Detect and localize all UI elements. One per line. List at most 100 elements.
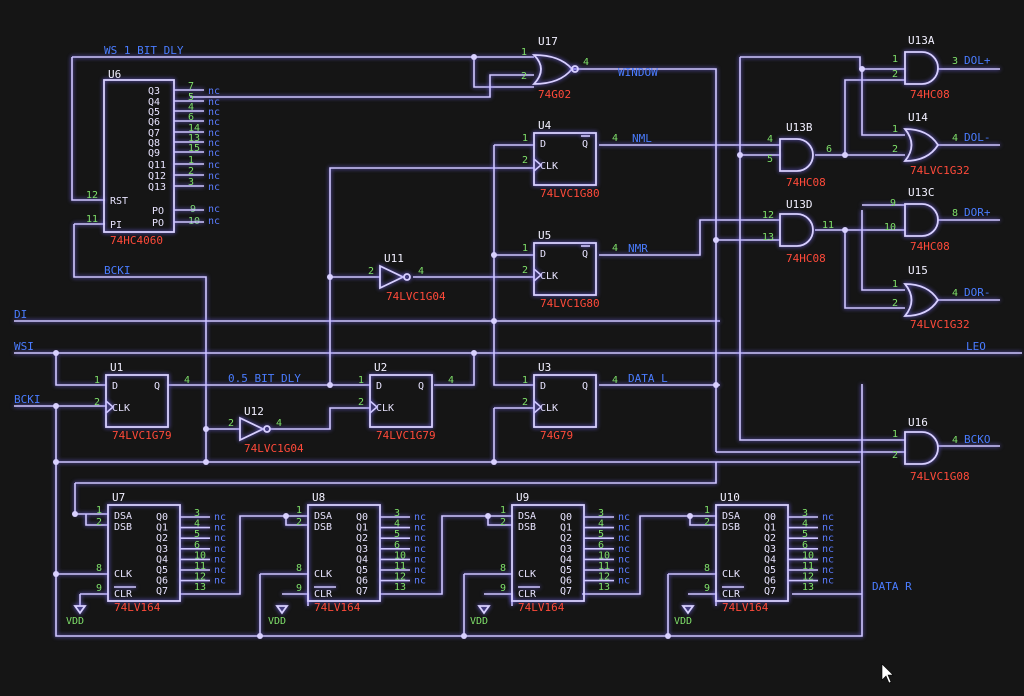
u6-pi-pin: 11 bbox=[86, 214, 98, 225]
u6-out-nc: nc bbox=[208, 97, 220, 108]
u4-pin1: 1 bbox=[522, 133, 528, 144]
u13d-and-gate[interactable]: U13D 74HC08 12 13 11 bbox=[762, 198, 834, 265]
u2-d-label: D bbox=[376, 381, 382, 392]
u15-part: 74LVC1G32 bbox=[910, 318, 970, 331]
u6-out-label: Q6 bbox=[148, 117, 160, 128]
u13a-pin1: 1 bbox=[892, 54, 898, 65]
u3-part: 74G79 bbox=[540, 429, 573, 442]
shift-part: 74LV164 bbox=[518, 601, 565, 614]
u5-d-label: D bbox=[540, 249, 546, 260]
shift-out-nc: nc bbox=[214, 533, 226, 544]
shift-out-label: Q3 bbox=[560, 544, 572, 555]
u1-d-label: D bbox=[112, 381, 118, 392]
u13c-pin9: 9 bbox=[890, 198, 896, 209]
shift-out-nc: nc bbox=[618, 523, 630, 534]
shift-out-label: Q1 bbox=[356, 523, 368, 534]
shift-dsa: DSA bbox=[722, 511, 740, 522]
u13a-pin2: 2 bbox=[892, 69, 898, 80]
u6-out-label: Q13 bbox=[148, 182, 166, 193]
u5-part: 74LVC1G80 bbox=[540, 297, 600, 310]
shift-dsa: DSA bbox=[114, 511, 132, 522]
wires bbox=[14, 56, 1022, 637]
net-wsi: WSI bbox=[14, 340, 34, 353]
u13b-pin5: 5 bbox=[767, 154, 773, 165]
u17-part: 74G02 bbox=[538, 88, 571, 101]
u13b-and-gate[interactable]: U13B 74HC08 4 5 6 bbox=[767, 121, 832, 189]
vdd-label: VDD bbox=[470, 616, 488, 627]
u6-out-pin: 3 bbox=[188, 177, 194, 188]
shift-out-pin: 13 bbox=[802, 582, 814, 593]
shift-out-label: Q7 bbox=[156, 586, 168, 597]
shift-out-label: Q1 bbox=[560, 523, 572, 534]
u3-pin1: 1 bbox=[522, 375, 528, 386]
shift-pin9: 9 bbox=[96, 583, 102, 594]
shift-out-nc: nc bbox=[822, 565, 834, 576]
u13a-ref: U13A bbox=[908, 34, 935, 47]
shift-out-pin: 3 bbox=[194, 508, 200, 519]
u1-pin4: 4 bbox=[184, 375, 190, 386]
u15-pin2: 2 bbox=[892, 298, 898, 309]
shift-out-nc: nc bbox=[414, 533, 426, 544]
shift-out-pin: 11 bbox=[394, 561, 406, 572]
u6-po1-nc: nc bbox=[208, 204, 220, 215]
shift-out-pin: 5 bbox=[802, 529, 808, 540]
shift-out-label: Q3 bbox=[356, 544, 368, 555]
u3-ref: U3 bbox=[538, 361, 551, 374]
u1-part: 74LVC1G79 bbox=[112, 429, 172, 442]
u15-or-gate[interactable]: U15 74LVC1G32 1 2 4 DOR- bbox=[892, 264, 991, 331]
u6-out-label: Q12 bbox=[148, 171, 166, 182]
shift-out-pin: 5 bbox=[194, 529, 200, 540]
shift-out-nc: nc bbox=[414, 565, 426, 576]
u6-out-label: Q4 bbox=[148, 97, 160, 108]
u14-part: 74LVC1G32 bbox=[910, 164, 970, 177]
u6-out-label: Q3 bbox=[148, 86, 160, 97]
u11-inverter[interactable]: U11 74LVC1G04 2 4 bbox=[368, 252, 446, 303]
shift-out-label: Q0 bbox=[356, 512, 368, 523]
u6-out-pin: 1 bbox=[188, 155, 194, 166]
u1-ref: U1 bbox=[110, 361, 123, 374]
shift-out-label: Q7 bbox=[764, 586, 776, 597]
net-dol-minus: DOL- bbox=[964, 131, 991, 144]
u13b-part: 74HC08 bbox=[786, 176, 826, 189]
u14-or-gate[interactable]: U14 74LVC1G32 1 2 4 DOL- bbox=[892, 111, 991, 177]
u13d-part: 74HC08 bbox=[786, 252, 826, 265]
shift-out-nc: nc bbox=[214, 554, 226, 565]
u4-d-label: D bbox=[540, 139, 546, 150]
u6-out-nc: nc bbox=[208, 182, 220, 193]
u16-part: 74LVC1G08 bbox=[910, 470, 970, 483]
u16-pin1: 1 bbox=[892, 429, 898, 440]
u5-pin4: 4 bbox=[612, 243, 618, 254]
u16-and-gate[interactable]: U16 74LVC1G08 1 2 4 BCKO bbox=[892, 416, 991, 483]
shift-out-label: Q1 bbox=[156, 523, 168, 534]
shift-out-pin: 5 bbox=[598, 529, 604, 540]
shift-part: 74LV164 bbox=[114, 601, 161, 614]
u13c-and-gate[interactable]: U13C 74HC08 9 10 8 DOR+ bbox=[884, 186, 991, 253]
u13a-and-gate[interactable]: U13A 74HC08 1 2 3 DOL+ bbox=[892, 34, 991, 101]
shift-out-nc: nc bbox=[822, 512, 834, 523]
shift-clr: CLR bbox=[722, 589, 741, 600]
shift-out-pin: 12 bbox=[802, 572, 814, 583]
net-di: DI bbox=[14, 308, 27, 321]
shift-out-label: Q4 bbox=[156, 554, 168, 565]
u12-inverter[interactable]: U12 74LVC1G04 2 4 bbox=[228, 405, 304, 455]
u16-ref: U16 bbox=[908, 416, 928, 429]
u17-nor-gate[interactable]: U17 74G02 1 2 4 bbox=[521, 35, 589, 101]
net-dol-plus: DOL+ bbox=[964, 54, 991, 67]
u6-out-nc: nc bbox=[208, 107, 220, 118]
shift-out-nc: nc bbox=[214, 523, 226, 534]
u5-q-label: Q bbox=[582, 249, 588, 260]
shift-out-pin: 13 bbox=[194, 582, 206, 593]
u6-counter[interactable]: U6 74HC4060 RST PI 12 11 PO PO 9 10 nc n… bbox=[86, 68, 220, 247]
net-bcki: BCKI bbox=[14, 393, 41, 406]
shift-out-nc: nc bbox=[214, 565, 226, 576]
shift-dsa: DSA bbox=[314, 511, 332, 522]
